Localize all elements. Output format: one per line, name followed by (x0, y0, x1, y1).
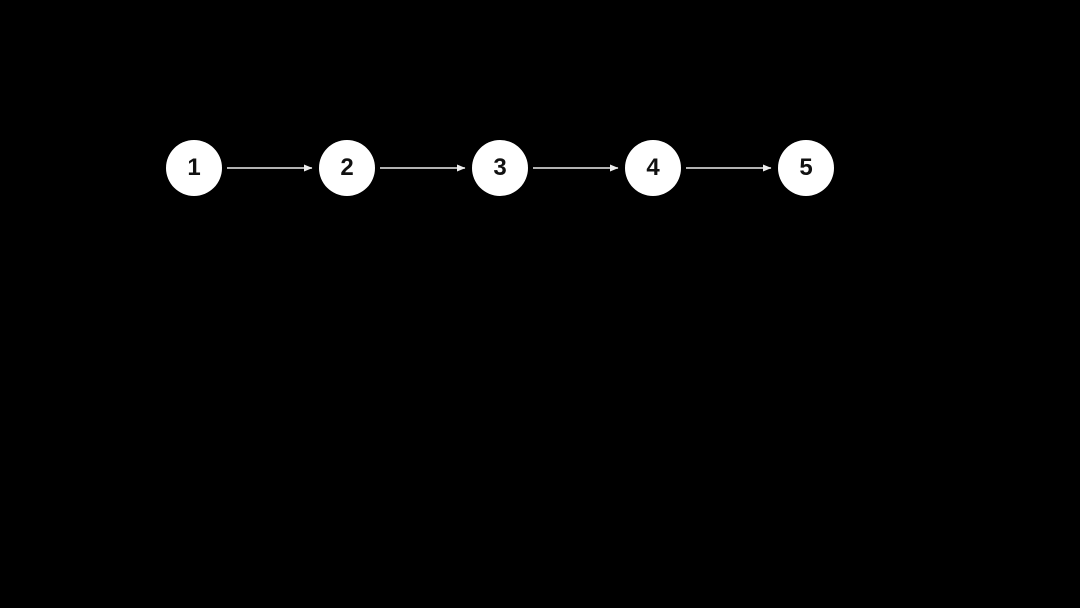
graph-node-5: 5 (778, 140, 834, 196)
node-label: 1 (187, 154, 201, 181)
node-label: 3 (493, 154, 507, 181)
node-label: 5 (799, 154, 813, 181)
node-label: 4 (646, 154, 660, 181)
graph-node-1: 1 (166, 140, 222, 196)
graph-node-4: 4 (625, 140, 681, 196)
node-label: 2 (340, 154, 354, 181)
graph-node-3: 3 (472, 140, 528, 196)
graph-node-2: 2 (319, 140, 375, 196)
